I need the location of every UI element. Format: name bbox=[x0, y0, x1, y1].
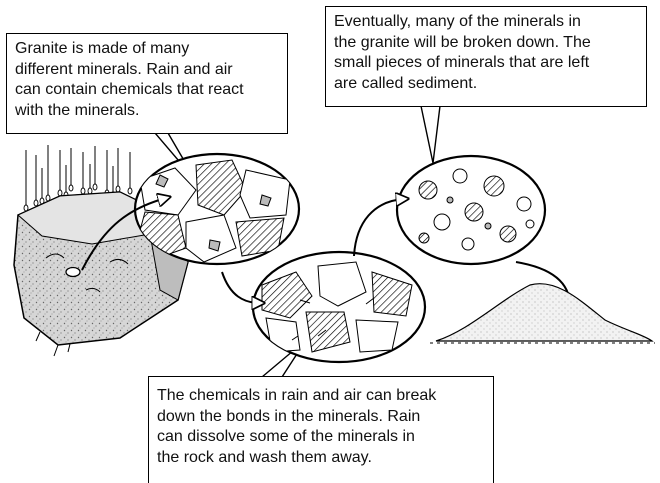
caption-granite: Granite is made of many different minera… bbox=[6, 33, 288, 134]
sediment-pile bbox=[430, 284, 655, 343]
caption-chemicals: The chemicals in rain and air can break … bbox=[148, 376, 494, 483]
magnified-weathering bbox=[253, 252, 425, 362]
magnified-granite bbox=[135, 154, 299, 264]
caption-sediment: Eventually, many of the minerals in the … bbox=[325, 6, 647, 107]
magnified-sediment bbox=[397, 156, 545, 264]
